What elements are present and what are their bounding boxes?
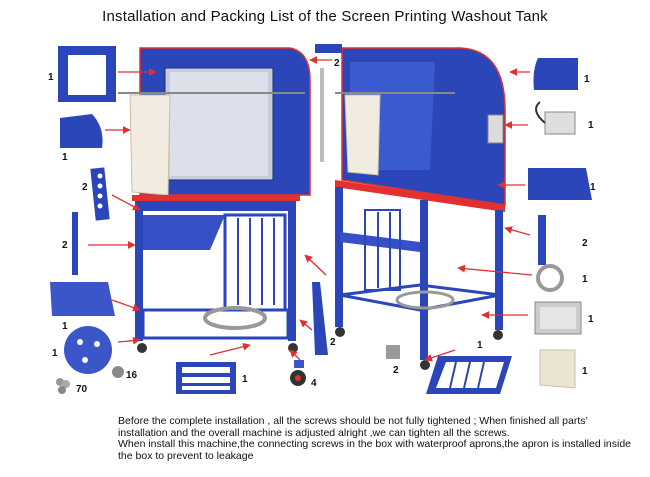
qty-lamp-switch: 1: [588, 120, 594, 131]
part-filter-tray: [534, 301, 582, 335]
qty-apron: 1: [582, 366, 588, 377]
qty-bracket-bar: 2: [82, 182, 88, 193]
qty-top-rail: 2: [334, 58, 340, 69]
part-side-bracket: [72, 212, 78, 275]
note-line-1: Before the complete installation , all t…: [118, 415, 588, 439]
page-title: Installation and Packing List of the Scr…: [102, 8, 548, 25]
part-bracket-bar: [90, 167, 110, 221]
part-wing-panel-left: [60, 114, 103, 148]
part-right-grate: [426, 356, 512, 394]
part-caster: [290, 360, 306, 386]
qty-hinge: 2: [393, 365, 399, 376]
qty-wing-panel-right: 1: [584, 74, 590, 85]
part-handle-bracket: [538, 215, 546, 265]
qty-shelf-tray: 1: [590, 182, 596, 193]
qty-nuts: 16: [126, 370, 138, 381]
qty-side-bracket: 2: [62, 240, 68, 251]
qty-handle-bracket: 2: [582, 238, 588, 249]
part-bottom-tray-left: [50, 282, 115, 316]
part-round-plate: [64, 326, 112, 374]
qty-filter-tray: 1: [588, 314, 594, 325]
installation-notes: Before the complete installation , all t…: [118, 415, 638, 462]
part-shelf-tray: [528, 168, 592, 200]
qty-hose: 1: [582, 274, 588, 285]
part-bottom-grate: [176, 362, 236, 394]
part-screws: [56, 378, 70, 394]
part-apron: [539, 349, 576, 389]
part-frame-panel: [58, 46, 116, 102]
qty-side-support: 2: [330, 337, 336, 348]
right-machine: [335, 47, 506, 370]
qty-bottom-grate: 1: [242, 374, 248, 385]
callout-arrows: [88, 56, 533, 362]
qty-caster: 4: [311, 378, 317, 389]
part-top-rail: [315, 44, 342, 53]
part-lamp-switch: [535, 101, 576, 135]
note-line-2: When install this machine,the connecting…: [118, 438, 632, 462]
qty-wing-panel-left: 1: [62, 152, 68, 163]
left-machine: [118, 47, 311, 353]
qty-right-grate: 1: [477, 340, 483, 351]
qty-frame-panel: 1: [48, 72, 54, 83]
qty-round-plate: 1: [52, 348, 58, 359]
part-nuts: [112, 366, 124, 378]
part-wing-panel-right: [533, 58, 578, 90]
qty-screws: 70: [76, 384, 88, 395]
part-side-support: [312, 282, 328, 355]
part-rod: [320, 68, 324, 162]
qty-bottom-tray-left: 1: [62, 321, 68, 332]
part-hinge: [386, 345, 400, 359]
part-hose: [536, 264, 564, 292]
